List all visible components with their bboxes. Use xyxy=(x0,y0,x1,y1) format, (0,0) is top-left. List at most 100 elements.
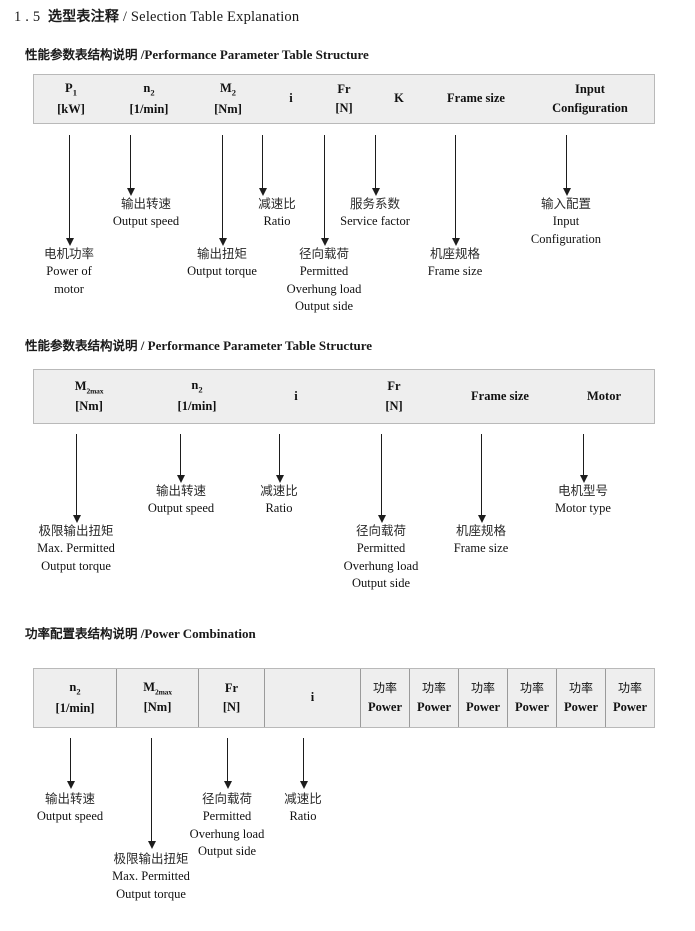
note-motor-type-2-cn: 电机型号 xyxy=(557,483,608,498)
arrow-to-service-factor xyxy=(371,135,380,196)
section-number: 1 . 5 xyxy=(14,9,41,25)
note-overhung-load-3-cn: 径向载荷 xyxy=(201,791,253,806)
table2-col-n2: n2 [1/min] xyxy=(144,370,250,423)
table3-col-power-4-en: Power xyxy=(514,699,549,714)
section-title-cn: 选型表注释 xyxy=(48,9,120,25)
table3-col-n2: n2 [1/min] xyxy=(34,669,116,727)
table1-col-n2-unit: [1/min] xyxy=(129,101,169,116)
note-motor-type-2: 电机型号 Motor type xyxy=(555,482,611,518)
performance-parameter-table-2: M2max [Nm] n2 [1/min] i Fr [N] Frame siz… xyxy=(33,369,655,424)
table1-col-fr-unit: [N] xyxy=(335,101,353,115)
table1-col-i: i xyxy=(266,75,316,123)
table3-col-m2max-symbol: M2max xyxy=(143,680,172,697)
table3-col-i-symbol: i xyxy=(310,690,315,705)
note-ratio-3-cn: 减速比 xyxy=(284,791,322,806)
note-overhung-load-en-2: Overhung load xyxy=(286,281,362,296)
table3-col-power-3-cn: 功率 xyxy=(470,681,495,696)
arrow-to-output-torque xyxy=(218,135,227,246)
table3-col-power-1-en: Power xyxy=(367,699,402,714)
note-overhung-load-2-en-2: Overhung load xyxy=(343,558,419,573)
table1-col-p1-symbol: P1 xyxy=(65,80,77,98)
note-service-factor: 服务系数 Service factor xyxy=(340,195,410,231)
table1-col-p1: P1 [kW] xyxy=(34,75,108,123)
note-output-speed-2: 输出转速 Output speed xyxy=(148,482,214,518)
arrow-to-overhung-load-3 xyxy=(223,738,232,789)
note-overhung-load-3-en-2: Overhung load xyxy=(189,826,265,841)
table3-col-fr-symbol: Fr xyxy=(224,680,239,695)
note-frame-size-2-en-1: Frame size xyxy=(453,540,509,555)
section-1-heading-en: Performance Parameter Table Structure xyxy=(144,47,369,62)
note-output-torque-en-1: Output torque xyxy=(187,263,257,278)
table1-col-m2-symbol: M2 xyxy=(219,80,237,98)
table3-col-power-2-cn: 功率 xyxy=(421,681,446,696)
section-3-heading-en: Power Combination xyxy=(144,626,256,641)
note-output-speed: 输出转速 Output speed xyxy=(113,195,179,231)
table2-col-motor-symbol: Motor xyxy=(586,388,621,403)
section-2-heading-sep: / xyxy=(137,338,148,353)
note-max-permitted-output-torque-3-cn: 极限输出扭矩 xyxy=(113,851,189,866)
note-overhung-load-3-en-1: Permitted xyxy=(202,808,252,823)
table2-col-frame-size: Frame size xyxy=(446,370,554,423)
arrow-to-overhung-load-2 xyxy=(377,434,386,523)
table3-col-power-6-en: Power xyxy=(612,699,647,714)
table1-col-fr: Fr [N] xyxy=(316,75,372,123)
section-title-en: Selection Table Explanation xyxy=(130,9,300,25)
table2-col-i-symbol: i xyxy=(294,388,298,403)
note-overhung-load: 径向载荷 Permitted Overhung load Output side xyxy=(287,245,362,316)
note-overhung-load-en-3: Output side xyxy=(295,299,353,314)
note-max-permitted-output-torque-3-en-2: Output torque xyxy=(116,886,186,901)
table2-col-frame-size-symbol: Frame size xyxy=(471,388,529,403)
note-ratio-cn: 减速比 xyxy=(258,196,296,211)
note-ratio: 减速比 Ratio xyxy=(258,195,296,231)
table1-col-m2: M2 [Nm] xyxy=(190,75,266,123)
power-combination-table: n2 [1/min] M2max [Nm] Fr [N] i 功率 Power … xyxy=(33,668,655,728)
table1-col-input-configuration-line2: Configuration xyxy=(552,101,628,115)
table3-col-i: i xyxy=(264,669,360,727)
section-1-heading-sep: / xyxy=(137,47,145,62)
note-overhung-load-3: 径向载荷 Permitted Overhung load Output side xyxy=(190,790,265,861)
note-input-configuration-cn: 输入配置 xyxy=(540,196,592,211)
table3-col-fr-unit: [N] xyxy=(222,700,241,714)
note-overhung-load-cn: 径向载荷 xyxy=(298,246,350,261)
table3-col-power-6: 功率 Power xyxy=(605,669,654,727)
note-output-speed-3-cn: 输出转速 xyxy=(44,791,95,806)
table2-col-fr-symbol: Fr xyxy=(387,379,401,394)
arrow-to-max-permitted-output-torque-3 xyxy=(147,738,156,849)
arrow-to-output-speed-3 xyxy=(66,738,75,789)
note-frame-size-en-1: Frame size xyxy=(427,263,483,278)
note-ratio-2-en-1: Ratio xyxy=(265,500,293,515)
note-output-torque: 输出扭矩 Output torque xyxy=(187,245,257,281)
arrow-to-ratio-2 xyxy=(275,434,284,483)
note-frame-size-cn: 机座规格 xyxy=(429,246,480,261)
table3-col-power-6-cn: 功率 xyxy=(617,681,642,696)
section-3-heading: 功率配置表结构说明 /Power Combination xyxy=(25,623,256,642)
table2-col-i: i xyxy=(250,370,342,423)
arrow-to-frame-size xyxy=(451,135,460,246)
section-1-heading: 性能参数表结构说明 /Performance Parameter Table S… xyxy=(25,44,369,63)
arrow-to-frame-size-2 xyxy=(477,434,486,523)
table3-col-power-5: 功率 Power xyxy=(556,669,605,727)
table1-col-i-symbol: i xyxy=(289,91,293,106)
arrow-to-input-configuration xyxy=(562,135,571,196)
table3-col-m2max-unit: [Nm] xyxy=(143,700,172,715)
note-power-of-motor-cn: 电机功率 xyxy=(43,246,95,261)
note-overhung-load-2-en-1: Permitted xyxy=(356,540,406,555)
note-ratio-3: 减速比 Ratio xyxy=(284,790,322,826)
note-output-speed-2-cn: 输出转速 xyxy=(155,483,206,498)
section-2-heading-cn: 性能参数表结构说明 xyxy=(25,338,138,353)
page-title: 1 . 5 选型表注释 / Selection Table Explanatio… xyxy=(14,6,299,26)
note-overhung-load-3-en-3: Output side xyxy=(198,844,256,859)
table2-col-fr-unit: [N] xyxy=(385,398,403,413)
section-3-heading-sep: / xyxy=(137,626,145,641)
note-overhung-load-2-en-3: Output side xyxy=(352,576,410,591)
note-max-permitted-output-torque-2-cn: 极限输出扭矩 xyxy=(38,523,114,538)
note-output-speed-3: 输出转速 Output speed xyxy=(37,790,103,826)
note-output-speed-3-en-1: Output speed xyxy=(36,808,104,823)
note-frame-size: 机座规格 Frame size xyxy=(428,245,483,281)
note-input-configuration: 输入配置 Input Configuration xyxy=(531,195,601,248)
section-2-heading: 性能参数表结构说明 / Performance Parameter Table … xyxy=(25,335,372,354)
note-max-permitted-output-torque-2-en-1: Max. Permitted xyxy=(37,540,115,555)
note-max-permitted-output-torque-3: 极限输出扭矩 Max. Permitted Output torque xyxy=(112,850,190,903)
note-power-of-motor-en-1: Power of xyxy=(46,263,92,278)
